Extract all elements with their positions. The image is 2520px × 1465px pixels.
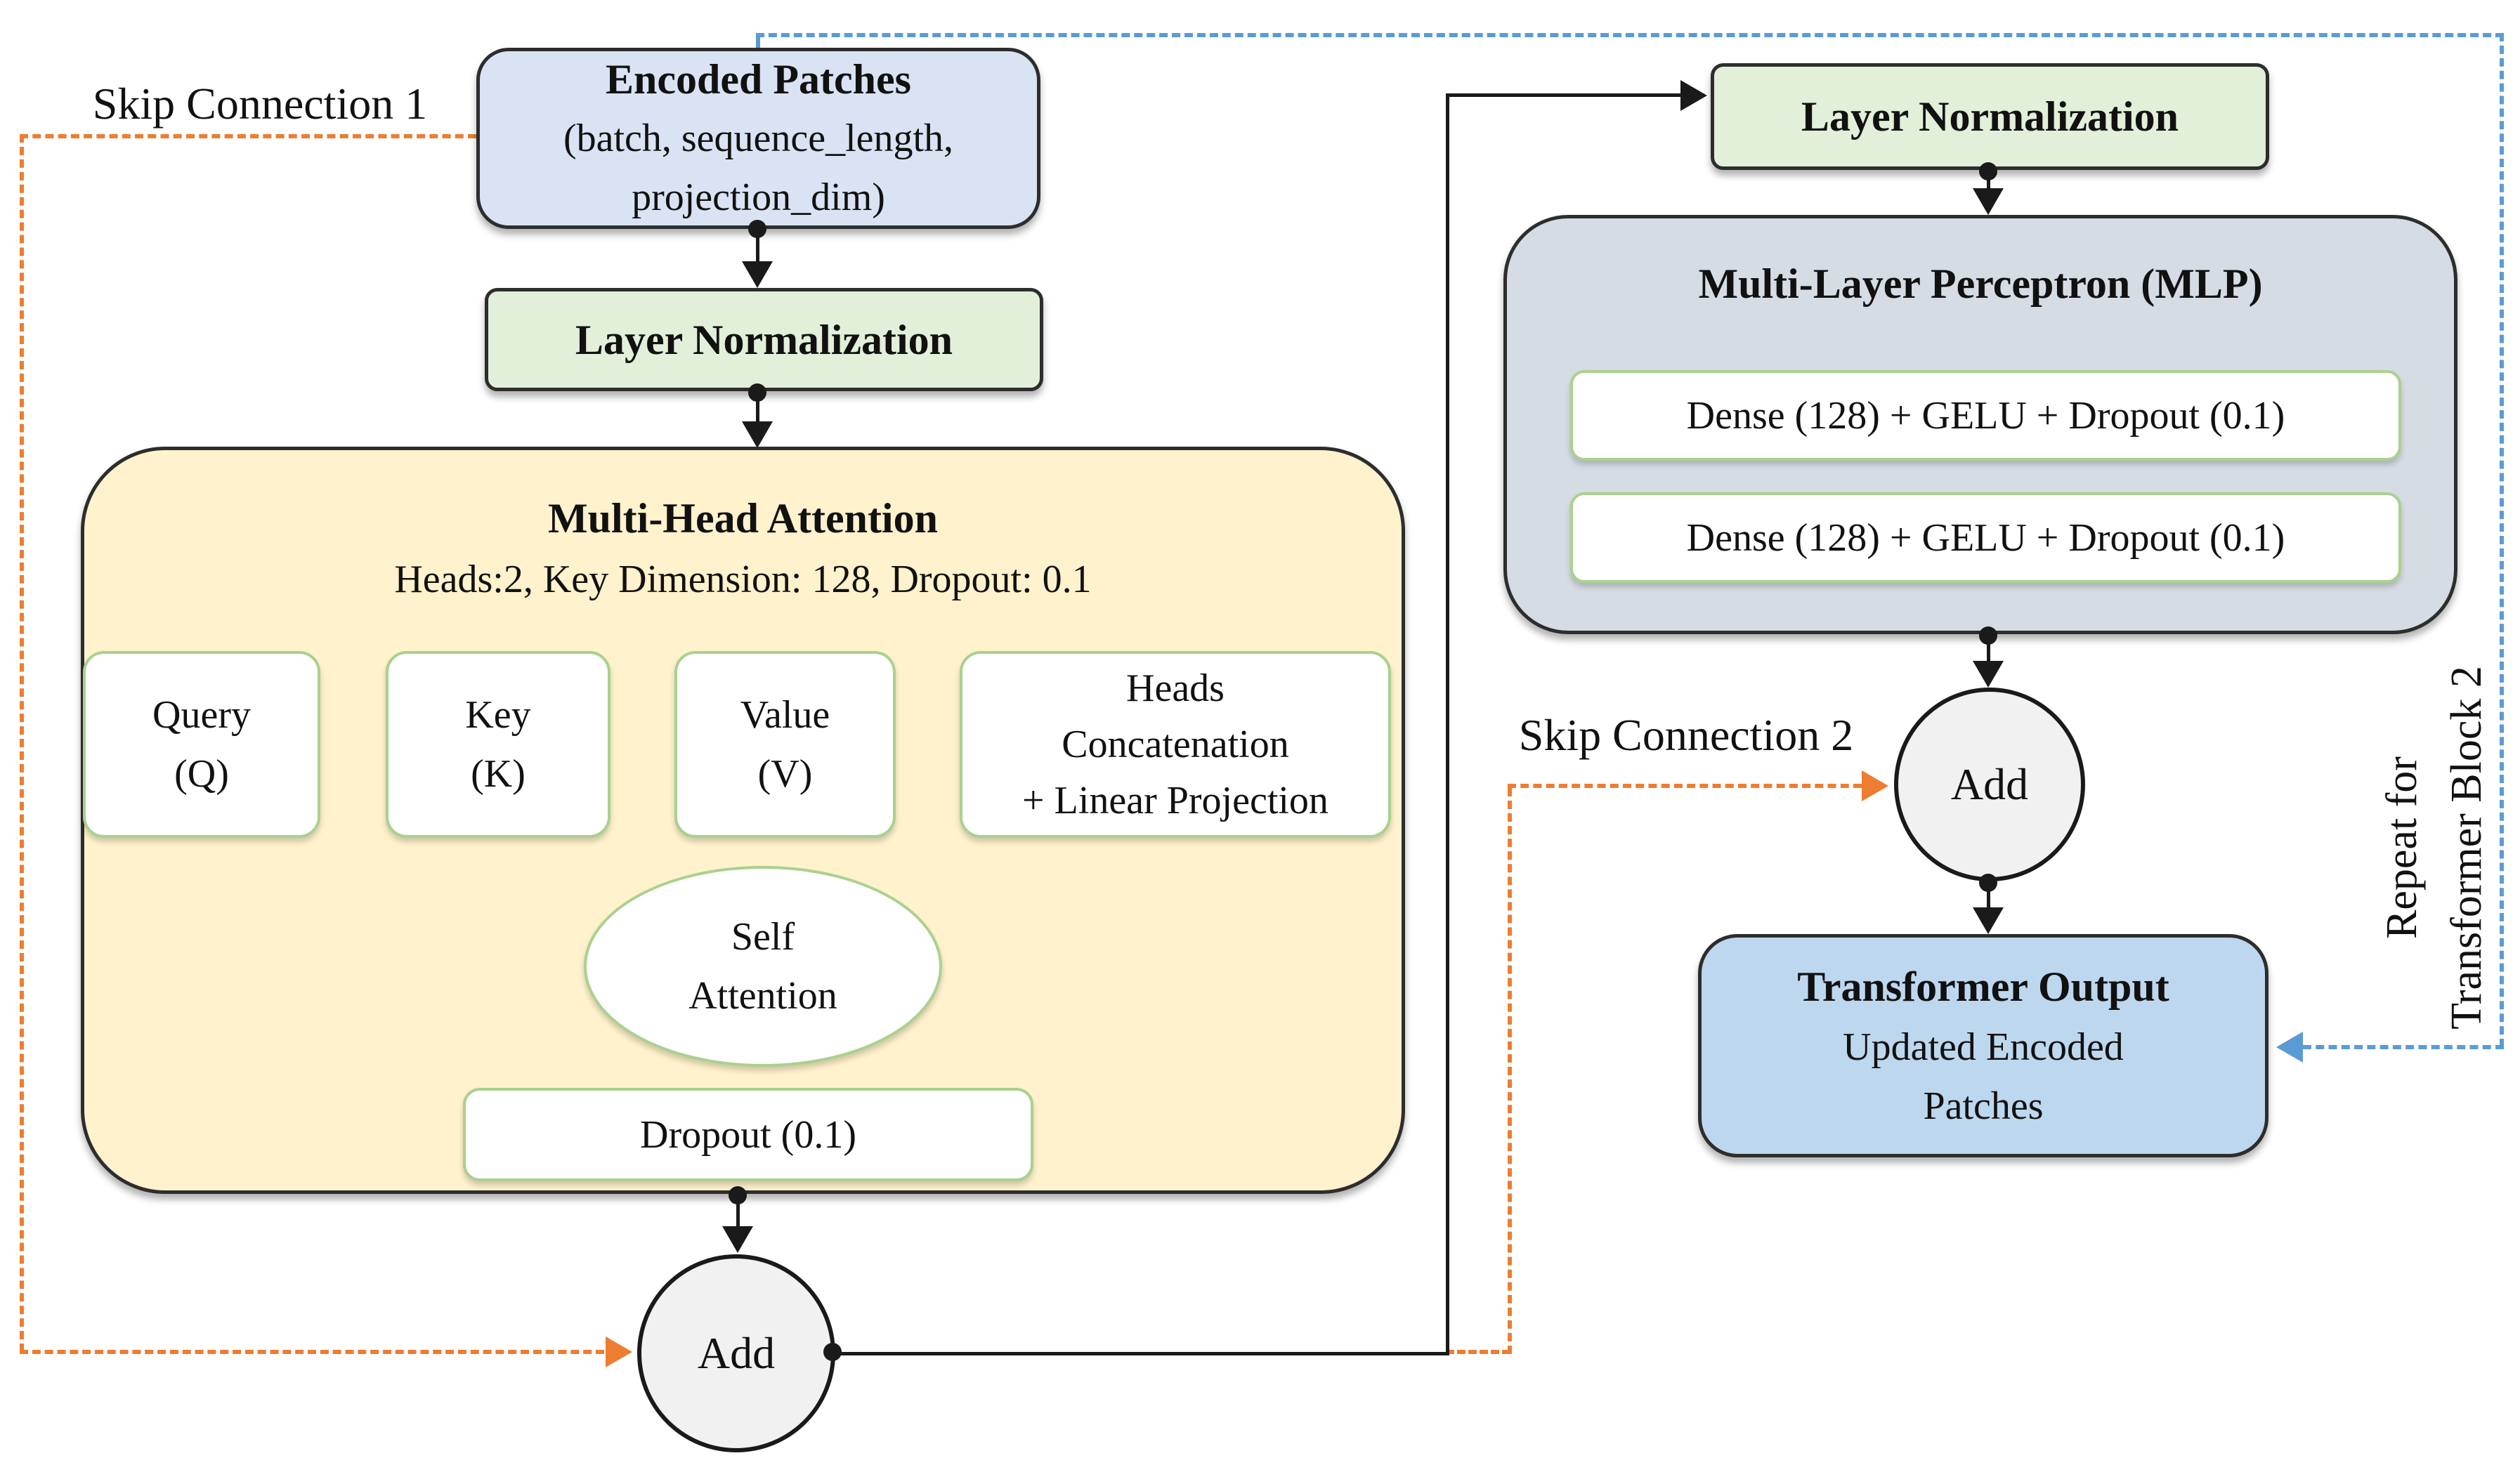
dropout-node: Dropout (0.1) <box>463 1088 1033 1181</box>
heads-concatenation-label: + Linear Projection <box>1022 779 1328 822</box>
heads-concatenation-label: Concatenation <box>1062 723 1289 766</box>
connector-line <box>736 1195 740 1228</box>
connector-arrowhead-icon <box>742 421 773 448</box>
skip2-line <box>1446 1350 1510 1354</box>
key-node: Key (K) <box>386 651 611 838</box>
add-right-label: Add <box>1950 759 2029 809</box>
self-attention-ellipse: Self Attention <box>584 866 942 1067</box>
heads-concatenation-node: Heads Concatenation + Linear Projection <box>960 651 1391 838</box>
key-label: (K) <box>471 752 525 796</box>
connector-line <box>1446 95 1449 1355</box>
skip2-arrowhead-icon <box>1862 770 1888 801</box>
connector-arrowhead-icon <box>722 1226 753 1253</box>
query-label: (Q) <box>174 752 229 796</box>
heads-concatenation-label: Heads <box>1126 666 1225 710</box>
add-left-node: Add <box>637 1254 835 1452</box>
repeat-loop-line <box>2500 33 2504 1047</box>
repeat-loop-line <box>756 33 2504 37</box>
skip1-line <box>20 134 476 138</box>
transformer-output-sub: Updated Encoded <box>1843 1025 2124 1069</box>
skip2-line <box>1508 784 1862 788</box>
key-label: Key <box>465 693 531 737</box>
value-label: (V) <box>757 752 813 796</box>
skip-connection-2-label: Skip Connection 2 <box>1518 710 1854 760</box>
repeat-loop-arrowhead-icon <box>2276 1032 2303 1063</box>
add-left-label: Add <box>697 1328 776 1378</box>
connector-arrowhead-icon <box>1973 661 2004 688</box>
skip1-line <box>20 1350 604 1354</box>
query-node: Query (Q) <box>83 651 320 838</box>
multi-head-attention-title: Multi-Head Attention <box>548 495 938 541</box>
dense-layer-1-label: Dense (128) + GELU + Dropout (0.1) <box>1686 393 2285 438</box>
layer-normalization-left-label: Layer Normalization <box>575 316 953 363</box>
self-attention-label: Self <box>731 915 795 959</box>
query-label: Query <box>152 693 251 737</box>
connector-line <box>1446 93 1682 97</box>
encoded-patches-title: Encoded Patches <box>606 56 911 103</box>
skip2-line <box>1508 788 1512 1354</box>
connector-line <box>756 393 759 423</box>
connector-line <box>833 1352 1447 1355</box>
multi-head-attention-params: Heads:2, Key Dimension: 128, Dropout: 0.… <box>394 558 1092 601</box>
connector-line <box>756 229 759 263</box>
transformer-output-node: Transformer Output Updated Encoded Patch… <box>1698 934 2268 1157</box>
repeat-label-line: Repeat for <box>2378 756 2426 939</box>
connector-line <box>1987 883 1990 908</box>
encoded-patches-node: Encoded Patches (batch, sequence_length,… <box>476 48 1040 229</box>
junction-dot <box>823 1343 842 1361</box>
mlp-title: Multi-Layer Perceptron (MLP) <box>1698 261 2263 307</box>
connector-line <box>1987 171 1990 190</box>
dense-layer-2-label: Dense (128) + GELU + Dropout (0.1) <box>1686 515 2285 560</box>
connector-arrowhead-icon <box>1973 907 2004 934</box>
encoded-patches-shape: (batch, sequence_length, <box>563 117 954 160</box>
connector-arrowhead-icon <box>742 261 773 288</box>
repeat-label-line: Transformer Block 2 <box>2443 666 2490 1030</box>
layer-normalization-right-node: Layer Normalization <box>1711 63 2269 170</box>
repeat-for-transformer-block-label: Repeat for Transformer Block 2 <box>2368 637 2501 1058</box>
connector-arrowhead-icon <box>1973 188 2004 215</box>
layer-normalization-right-label: Layer Normalization <box>1801 93 2179 140</box>
transformer-output-sub: Patches <box>1923 1084 2044 1128</box>
skip-connection-1-label: Skip Connection 1 <box>92 79 428 129</box>
skip1-arrowhead-icon <box>606 1336 632 1367</box>
encoded-patches-shape: projection_dim) <box>632 176 885 219</box>
repeat-loop-line <box>2303 1045 2504 1049</box>
transformer-output-title: Transformer Output <box>1797 964 2169 1010</box>
dense-layer-2-node: Dense (128) + GELU + Dropout (0.1) <box>1570 492 2401 583</box>
dropout-label: Dropout (0.1) <box>640 1112 856 1157</box>
connector-line <box>1987 636 1990 662</box>
layer-normalization-left-node: Layer Normalization <box>485 288 1043 391</box>
value-node: Value (V) <box>674 651 896 838</box>
repeat-loop-line <box>756 35 760 49</box>
add-right-node: Add <box>1894 688 2085 881</box>
skip1-line <box>20 134 24 1352</box>
dense-layer-1-node: Dense (128) + GELU + Dropout (0.1) <box>1570 370 2401 461</box>
self-attention-label: Attention <box>688 974 837 1018</box>
value-label: Value <box>740 693 830 737</box>
connector-arrowhead-icon <box>1680 80 1707 111</box>
